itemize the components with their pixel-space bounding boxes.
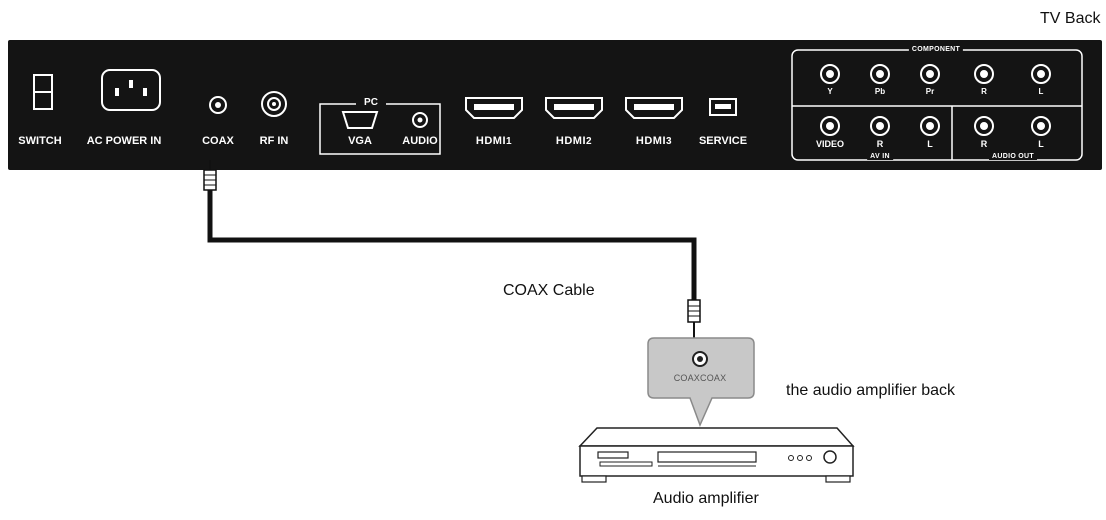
component-l-label: L [1038,87,1044,96]
audio-label: AUDIO [402,135,438,147]
tv-rear-panel: SWITCH AC POWER IN COAX RF IN PC VGA AUD… [8,40,1102,170]
audio-out-r-label: R [980,139,988,149]
hdmi2-label: HDMI2 [556,135,592,147]
top-rca-plug-icon [203,160,217,191]
power-switch-icon [33,74,53,110]
rca-jacks-av-audio [820,116,1051,136]
video-label: VIDEO [815,139,845,149]
tv-panel-graphics [33,49,1083,161]
audio-out-label: AUDIO OUT [989,153,1037,160]
ac-power-inlet-icon [101,69,161,111]
component-y-label: Y [827,87,833,96]
ac-power-in-label: AC POWER IN [86,135,162,147]
audio-out-l-label: L [1038,139,1044,149]
service-label: SERVICE [698,135,748,147]
coax-jack-icon [209,96,227,114]
amplifier-back-caption: the audio amplifier back [786,382,955,399]
component-r-label: R [981,87,987,96]
amplifier-coax-jack-icon [692,351,708,367]
tv-back-caption: TV Back [1040,10,1101,27]
component-pb-label: Pb [874,87,886,96]
hdmi3-port-icon [625,97,683,119]
bottom-rca-plug-icon [687,299,701,338]
coax-cable-line [207,190,697,300]
hdmi2-word: HDMI [555,135,587,147]
hdmi3-number: 3 [666,136,673,147]
amplifier-coax-label: COAXCOAX [673,373,727,383]
av-in-label: AV IN [867,153,893,160]
vga-label: VGA [348,135,372,147]
pc-group-frame [319,103,441,155]
rf-in-jack-icon [261,91,287,117]
rca-jacks-component [820,64,1051,84]
audio-amplifier-device-icon [578,427,855,483]
hdmi1-port-icon [465,97,523,119]
switch-label: SWITCH [18,135,62,147]
amplifier-back-callout [647,337,755,427]
usb-service-port-icon [709,98,737,116]
hdmi2-port-icon [545,97,603,119]
av-in-l-label: L [927,139,933,149]
audio-amplifier-caption: Audio amplifier [653,490,759,507]
hdmi2-number: 2 [586,136,593,147]
component-group-label: COMPONENT [908,46,964,53]
hdmi3-word: HDMI [635,135,667,147]
pc-group-label: PC [364,97,378,108]
component-pr-label: Pr [925,87,935,96]
coax-label: COAX [202,135,234,147]
hdmi1-number: 1 [506,136,513,147]
hdmi3-label: HDMI3 [636,135,672,147]
av-in-r-label: R [876,139,884,149]
coax-cable-caption: COAX Cable [503,282,595,299]
rf-in-label: RF IN [259,135,289,147]
hdmi1-label: HDMI1 [476,135,512,147]
hdmi1-word: HDMI [475,135,507,147]
